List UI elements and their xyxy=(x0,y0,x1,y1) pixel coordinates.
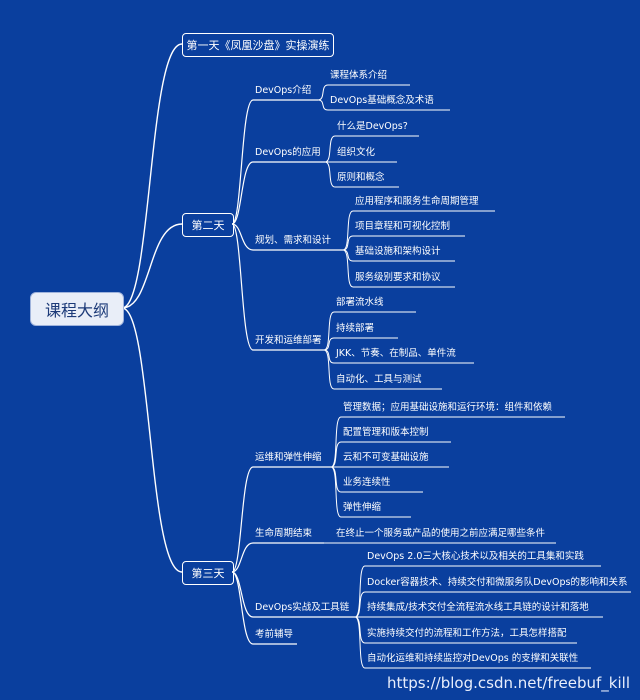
branch-label: DevOps的应用 xyxy=(255,147,321,158)
connector-line xyxy=(121,43,183,309)
leaf-label: 持续部署 xyxy=(336,323,375,334)
day-node: 第三天 xyxy=(182,561,234,585)
leaf-label: 持续集成/技术交付全流程流水线工具链的设计和落地 xyxy=(367,602,589,613)
connector-line xyxy=(323,349,335,390)
connector-line xyxy=(323,311,335,351)
connector-line xyxy=(317,99,329,111)
connector-line xyxy=(330,466,342,518)
leaf-label: 组织文化 xyxy=(337,147,376,158)
leaf-label: 部署流水线 xyxy=(336,297,384,308)
leaf-label: 原则和概念 xyxy=(337,172,385,183)
leaf-label: JKK、节奏、在制品、单件流 xyxy=(336,348,456,359)
connector-line xyxy=(231,223,254,351)
leaf-label: 管理数据；应用基础设施和运行环境：组件和依赖 xyxy=(343,402,553,413)
connector-line xyxy=(330,441,342,468)
connector-line xyxy=(342,249,354,288)
connector-line xyxy=(121,307,183,573)
connector-line xyxy=(342,235,354,251)
connector-line xyxy=(231,466,254,573)
branch-label: DevOps介绍 xyxy=(255,85,312,96)
branch-label: 生命周期结束 xyxy=(255,528,313,539)
connector-line xyxy=(354,616,366,669)
leaf-label: 配置管理和版本控制 xyxy=(343,427,429,438)
leaf-label: DevOps 2.0三大核心技术以及相关的工具集和实践 xyxy=(367,551,584,562)
connector-line xyxy=(231,571,254,645)
connector-line xyxy=(323,337,335,351)
leaf-label: 基础设施和架构设计 xyxy=(355,246,441,257)
connector-line xyxy=(324,135,336,163)
leaf-label: 服务级别要求和协议 xyxy=(355,272,441,283)
connector-line xyxy=(231,223,254,251)
day-node: 第二天 xyxy=(182,213,234,237)
branch-label: DevOps实战及工具链 xyxy=(255,602,350,613)
root-node: 课程大纲 xyxy=(30,292,124,326)
leaf-label: 弹性伸缩 xyxy=(343,502,382,513)
branch-label: 运维和弹性伸缩 xyxy=(255,452,322,463)
leaf-label: Docker容器技术、持续交付和微服务队DevOps的影响和关系 xyxy=(367,577,628,588)
day-node: 第一天《凤凰沙盘》实操演练 xyxy=(182,33,334,57)
connector-line xyxy=(354,591,366,618)
watermark: https://blog.csdn.net/freebuf_kill xyxy=(386,674,630,692)
connector-line xyxy=(354,565,366,618)
connector-line xyxy=(317,84,329,101)
connector-line xyxy=(330,416,342,468)
leaf-label: 课程体系介绍 xyxy=(330,70,388,81)
branch-label: 考前辅导 xyxy=(255,629,294,640)
connector-line xyxy=(231,99,254,225)
connector-line xyxy=(121,223,183,309)
connector-line xyxy=(342,210,354,251)
leaf-label: 云和不可变基础设施 xyxy=(343,452,429,463)
leaf-label: DevOps基础概念及术语 xyxy=(330,95,434,106)
branch-label: 规划、需求和设计 xyxy=(255,235,332,246)
connector-line xyxy=(231,542,254,573)
leaf-label: 项目章程和可视化控制 xyxy=(355,221,451,232)
leaf-label: 业务连续性 xyxy=(343,477,391,488)
leaf-label: 什么是DevOps? xyxy=(337,121,408,132)
connector-line xyxy=(231,161,254,225)
leaf-label: 自动化、工具与测试 xyxy=(336,374,422,385)
branch-label: 开发和运维部署 xyxy=(255,335,322,346)
leaf-label: 应用程序和服务生命周期管理 xyxy=(355,196,479,207)
connector-line xyxy=(324,161,336,188)
leaf-label: 实施持续交付的流程和工作方法，工具怎样搭配 xyxy=(367,628,567,639)
leaf-label: 在终止一个服务或产品的使用之前应满足哪些条件 xyxy=(336,528,546,539)
leaf-label: 自动化运维和持续监控对DevOps 的支撑和关联性 xyxy=(367,653,579,664)
